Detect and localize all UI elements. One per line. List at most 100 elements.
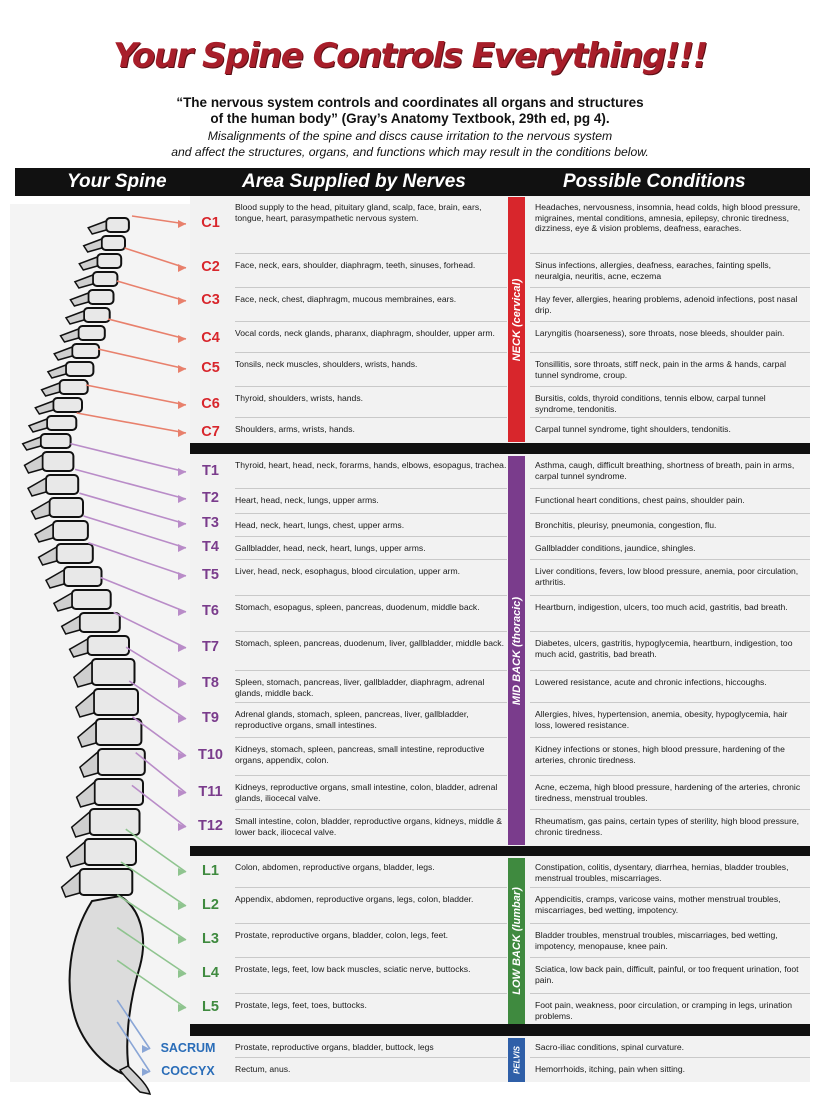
possible-conditions: Bronchitis, pleurisy, pneumonia, congest… — [535, 520, 717, 530]
spinous-process — [82, 237, 103, 253]
vertebra-shape — [39, 433, 72, 449]
quote: “The nervous system controls and coordin… — [0, 95, 820, 127]
arrow-head — [178, 936, 186, 944]
spinous-process — [74, 690, 95, 718]
vertebra-label: C6 — [201, 396, 220, 412]
row-divider — [235, 993, 507, 994]
vertebra-shape — [100, 235, 126, 251]
spinous-process — [45, 568, 65, 589]
nerve-area: Heart, head, neck, lungs, upper arms. — [235, 495, 379, 505]
spinous-process — [78, 255, 99, 271]
row-divider — [235, 1057, 507, 1058]
vertebra-shape — [88, 808, 141, 836]
possible-conditions: Bursitis, colds, thyroid conditions, ten… — [535, 393, 766, 414]
vertebra-label: T2 — [202, 490, 219, 506]
spinous-process — [64, 309, 85, 325]
vertebra-label: L3 — [202, 931, 219, 947]
possible-conditions: Foot pain, weakness, poor circulation, o… — [535, 1000, 792, 1021]
row-divider — [530, 352, 810, 353]
nerve-arrow — [116, 999, 151, 1050]
possible-conditions: Rheumatism, gas pains, certain types of … — [535, 816, 799, 837]
arrow-head — [178, 752, 186, 760]
nerve-area: Tonsils, neck muscles, shoulders, wrists… — [235, 359, 418, 369]
vertebra-shape — [71, 343, 101, 359]
vertebra-shape — [96, 748, 146, 776]
possible-conditions: Constipation, colitis, dysentary, diarrh… — [535, 862, 789, 883]
vertebra-label: T8 — [202, 675, 219, 691]
vertebra-shape — [77, 325, 106, 341]
nerve-area: Kidneys, stomach, spleen, pancreas, smal… — [235, 744, 485, 765]
arrow-head — [178, 468, 186, 476]
nerve-arrow — [125, 828, 187, 873]
arrow-head — [178, 572, 186, 580]
vertebra-shape — [46, 415, 78, 431]
coccyx-shape — [118, 1065, 152, 1095]
arrow-head — [178, 789, 186, 797]
nerve-arrow — [125, 646, 187, 685]
possible-conditions: Diabetes, ulcers, gastritis, hypoglycemi… — [535, 638, 793, 659]
possible-conditions: Heartburn, indigestion, ulcers, too much… — [535, 602, 788, 612]
spinous-process — [27, 417, 48, 433]
arrow-head — [142, 1045, 150, 1053]
vertebra-label: T12 — [198, 818, 223, 834]
possible-conditions: Hemorrhoids, itching, pain when sitting. — [535, 1064, 685, 1074]
vertebra-shape — [45, 474, 80, 495]
vertebra-shape — [63, 566, 103, 587]
possible-conditions: Liver conditions, fevers, low blood pres… — [535, 566, 799, 587]
arrow-head — [178, 335, 186, 343]
spinous-process — [52, 591, 73, 612]
nerve-area: Kidneys, reproductive organs, small inte… — [235, 782, 498, 803]
possible-conditions: Functional heart conditions, chest pains… — [535, 495, 745, 505]
nerve-arrow — [131, 716, 187, 757]
nerve-area: Small intestine, colon, bladder, reprodu… — [235, 816, 503, 837]
vertebra-shape — [92, 688, 139, 716]
subtitle: Misalignments of the spine and discs cau… — [0, 128, 820, 160]
row-divider — [530, 513, 810, 514]
nerve-area: Appendix, abdomen, reproductive organs, … — [235, 894, 474, 904]
nerve-arrow — [131, 215, 187, 225]
spinous-process — [59, 327, 80, 343]
vertebra-label: COCCYX — [161, 1064, 215, 1078]
row-divider — [530, 631, 810, 632]
nerve-arrow — [124, 247, 187, 269]
vertebra-shape — [90, 658, 136, 686]
nerve-area: Head, neck, heart, lungs, chest, upper a… — [235, 520, 405, 530]
nerve-area: Spleen, stomach, pancreas, liver, gallbl… — [235, 677, 485, 698]
spinous-process — [78, 750, 99, 778]
nerve-arrow — [116, 1021, 151, 1073]
vertebra-label: C7 — [201, 424, 220, 440]
nerve-area: Prostate, reproductive organs, bladder, … — [235, 1042, 434, 1052]
spinous-process — [69, 291, 90, 307]
spinous-process — [23, 453, 44, 474]
vertebra-label: T6 — [202, 603, 219, 619]
vertebra-shape — [64, 361, 95, 377]
table-row: T2 Heart, head, neck, lungs, upper arms. F… — [190, 489, 810, 514]
table-row: Prostate, reproductive organs, bladder, … — [190, 1036, 810, 1058]
page-title: Your Spine Controls Everything!!! — [113, 36, 708, 76]
row-divider — [235, 488, 507, 489]
possible-conditions: Sinus infections, allergies, deafness, e… — [535, 260, 771, 281]
header-spine: Your Spine — [67, 171, 167, 192]
row-divider — [530, 957, 810, 958]
arrow-head — [178, 365, 186, 373]
nerve-area: Stomach, esopagus, spleen, pancreas, duo… — [235, 602, 480, 612]
nerve-area: Shoulders, arms, wrists, hands. — [235, 424, 355, 434]
row-divider — [530, 923, 810, 924]
spinous-process — [53, 345, 73, 361]
vertebra-shape — [41, 451, 75, 472]
vertebra-label: T4 — [202, 539, 219, 555]
quote-line-1: “The nervous system controls and coordin… — [176, 95, 644, 110]
nerve-arrow — [131, 784, 187, 828]
spinous-process — [27, 476, 47, 497]
row-divider — [530, 595, 810, 596]
nerve-area: Rectum, anus. — [235, 1064, 291, 1074]
arrow-head — [178, 868, 186, 876]
vertebra-shape — [52, 397, 83, 413]
